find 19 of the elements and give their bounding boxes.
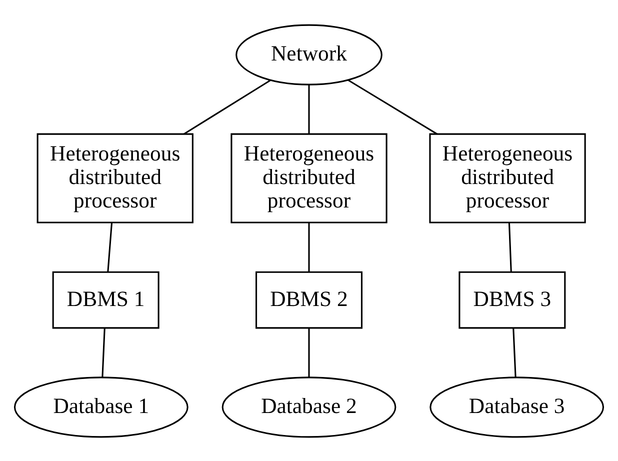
node-box: DBMS 2: [255, 270, 362, 328]
connector: [107, 222, 113, 272]
node-ellipse: Database 1: [14, 376, 188, 438]
connector: [184, 78, 272, 134]
connector: [308, 222, 310, 272]
connector: [512, 328, 516, 377]
connector: [508, 222, 512, 272]
node-box: Heterogeneous distributed processor: [429, 132, 586, 223]
connector: [102, 328, 106, 377]
node-ellipse: Database 2: [222, 376, 396, 438]
connector: [308, 328, 310, 377]
connector: [347, 78, 438, 134]
node-box: DBMS 1: [52, 270, 160, 328]
node-ellipse: Network: [236, 24, 382, 85]
node-ellipse: Database 3: [430, 376, 604, 438]
node-box: DBMS 3: [458, 270, 566, 328]
node-box: Heterogeneous distributed processor: [36, 132, 194, 223]
node-box: Heterogeneous distributed processor: [230, 132, 388, 223]
connector: [308, 84, 310, 134]
